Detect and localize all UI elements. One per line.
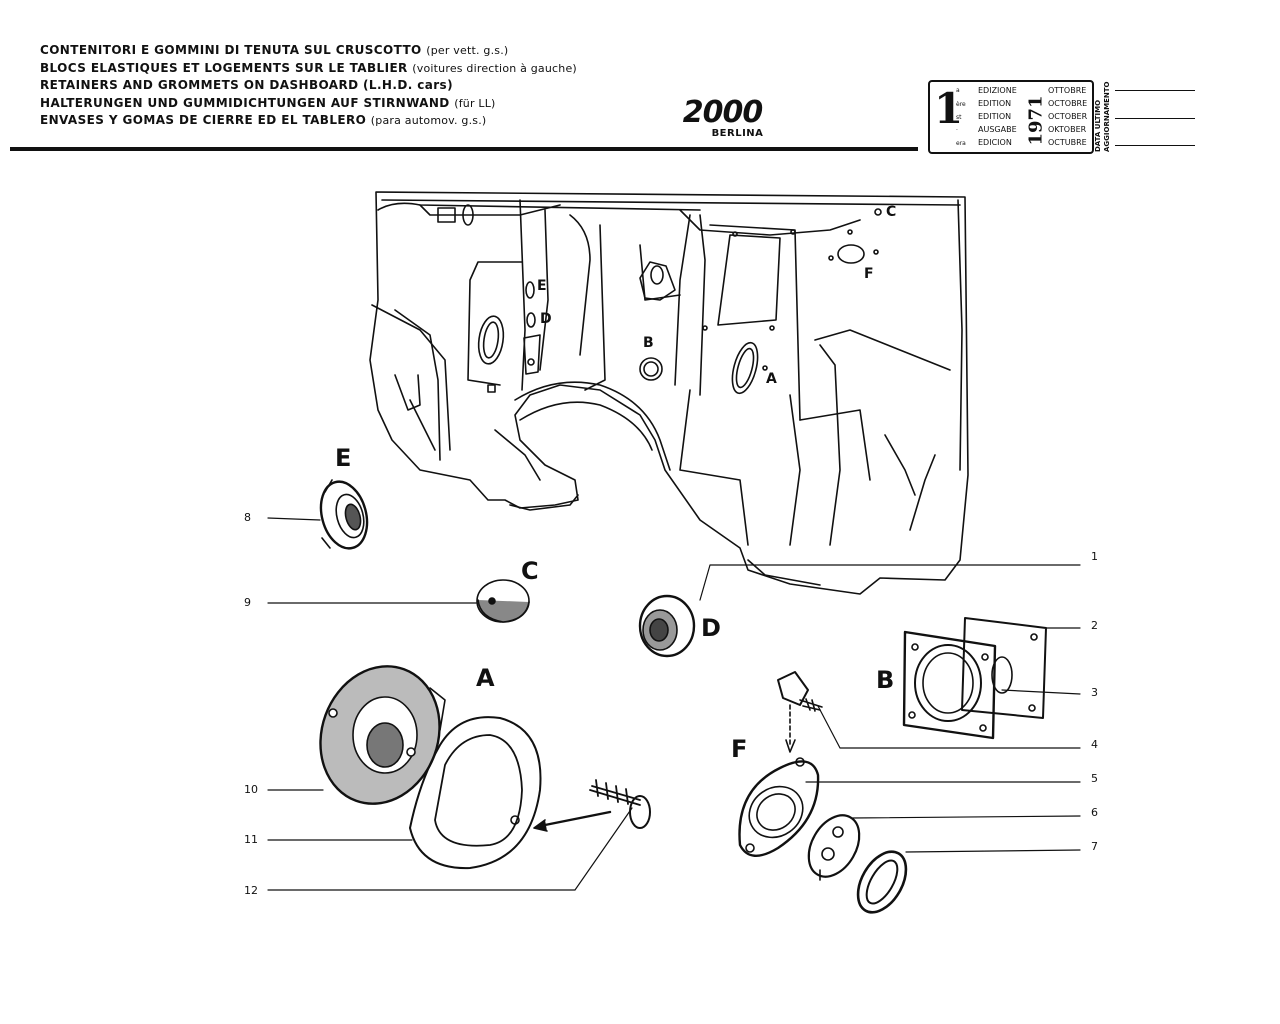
part-c-plug — [476, 579, 530, 623]
part-f-grommet — [856, 850, 908, 914]
title-de: HALTERUNGEN UND GUMMIDICHTUNGEN AUF STIR… — [40, 95, 450, 110]
panel-label-d: D — [540, 311, 552, 327]
panel-label-f: F — [864, 266, 874, 282]
callout-9: 9 — [244, 596, 251, 609]
title-de-note: (für LL) — [454, 96, 496, 110]
model-badge: 2000 BERLINA — [660, 95, 785, 140]
part-e-grommet — [319, 479, 369, 550]
header-titles: CONTENITORI E GOMMINI DI TENUTA SUL CRUS… — [40, 42, 577, 130]
edition-sup-it: a — [956, 87, 960, 94]
panel-label-a: A — [766, 371, 777, 387]
edition-label-fr: EDITION — [978, 99, 1012, 108]
callout-3: 3 — [1091, 686, 1098, 699]
callout-5: 5 — [1091, 772, 1098, 785]
title-es-note: (para automov. g.s.) — [370, 114, 487, 127]
edition-month-it: OTTOBRE — [1048, 86, 1087, 95]
part-letter-d: D — [701, 614, 721, 642]
model-logo: 2000 — [682, 95, 764, 130]
part-f-plug — [807, 814, 861, 881]
callout-1: 1 — [1091, 550, 1098, 563]
title-line-fr: BLOCS ELASTIQUES ET LOGEMENTS SUR LE TAB… — [40, 60, 577, 78]
edition-box: 1 a ère st · era EDIZIONE EDITION EDITIO… — [928, 80, 1094, 154]
title-line-es: ENVASES Y GOMAS DE CIERRE ED EL TABLERO … — [40, 112, 577, 130]
update-line-2 — [1115, 118, 1195, 119]
panel-label-c: C — [886, 204, 897, 220]
part-4-screw — [777, 671, 823, 753]
leader-lines — [267, 517, 1081, 891]
callout-7: 7 — [1091, 840, 1098, 853]
edition-month-es: OCTUBRE — [1048, 138, 1087, 147]
edition-label-de: AUSGABE — [978, 125, 1017, 134]
part-12-screw — [533, 779, 651, 832]
edition-sup-en: st — [956, 114, 962, 121]
part-d-grommet — [638, 594, 696, 658]
title-en: RETAINERS AND GROMMETS ON DASHBOARD (L.H… — [40, 78, 453, 92]
callout-6: 6 — [1091, 806, 1098, 819]
part-letter-f: F — [731, 735, 748, 763]
callout-11: 11 — [244, 833, 258, 846]
edition-sup-es: era — [956, 140, 966, 147]
edition-month-en: OCTOBER — [1048, 112, 1088, 121]
model-name: BERLINA — [711, 128, 764, 139]
panel-label-e: E — [537, 278, 547, 294]
panel-label-b: B — [643, 335, 654, 351]
edition-sup-fr: ère — [956, 101, 966, 108]
part-letter-a: A — [476, 664, 495, 692]
part-f-plate — [738, 757, 820, 857]
title-fr-note: (voitures direction à gauche) — [412, 61, 577, 75]
callout-8: 8 — [244, 511, 251, 524]
edition-number: 1 — [934, 84, 964, 133]
edition-label-en: EDITION — [978, 112, 1012, 121]
dashboard-panel — [369, 191, 969, 595]
edition-label-es: EDICION — [978, 138, 1012, 147]
update-line-3 — [1115, 145, 1195, 146]
callout-4: 4 — [1091, 738, 1098, 751]
title-line-en: RETAINERS AND GROMMETS ON DASHBOARD (L.H… — [40, 77, 577, 95]
edition-month-fr: OCTOBRE — [1048, 99, 1088, 108]
callout-12: 12 — [244, 884, 258, 897]
title-it-note: (per vett. g.s.) — [426, 44, 509, 57]
edition-label-it: EDIZIONE — [978, 86, 1017, 95]
title-es: ENVASES Y GOMAS DE CIERRE ED EL TABLERO — [40, 113, 367, 127]
title-line-de: HALTERUNGEN UND GUMMIDICHTUNGEN AUF STIR… — [40, 95, 577, 113]
part-letter-e: E — [335, 444, 352, 472]
callout-2: 2 — [1091, 619, 1098, 632]
part-letter-c: C — [521, 557, 539, 585]
header-rule — [10, 147, 918, 151]
update-line-1 — [1115, 90, 1195, 91]
callout-10: 10 — [244, 783, 258, 796]
part-a-retainer — [319, 665, 446, 805]
part-b-retainer — [902, 617, 1047, 740]
edition-month-de: OKTOBER — [1048, 125, 1087, 134]
part-letter-b: B — [876, 666, 895, 694]
part-a-gasket — [409, 716, 542, 870]
title-line-it: CONTENITORI E GOMMINI DI TENUTA SUL CRUS… — [40, 42, 577, 60]
edition-sup-de: · — [956, 127, 958, 134]
title-it: CONTENITORI E GOMMINI DI TENUTA SUL CRUS… — [40, 43, 422, 57]
title-fr: BLOCS ELASTIQUES ET LOGEMENTS SUR LE TAB… — [40, 60, 408, 75]
